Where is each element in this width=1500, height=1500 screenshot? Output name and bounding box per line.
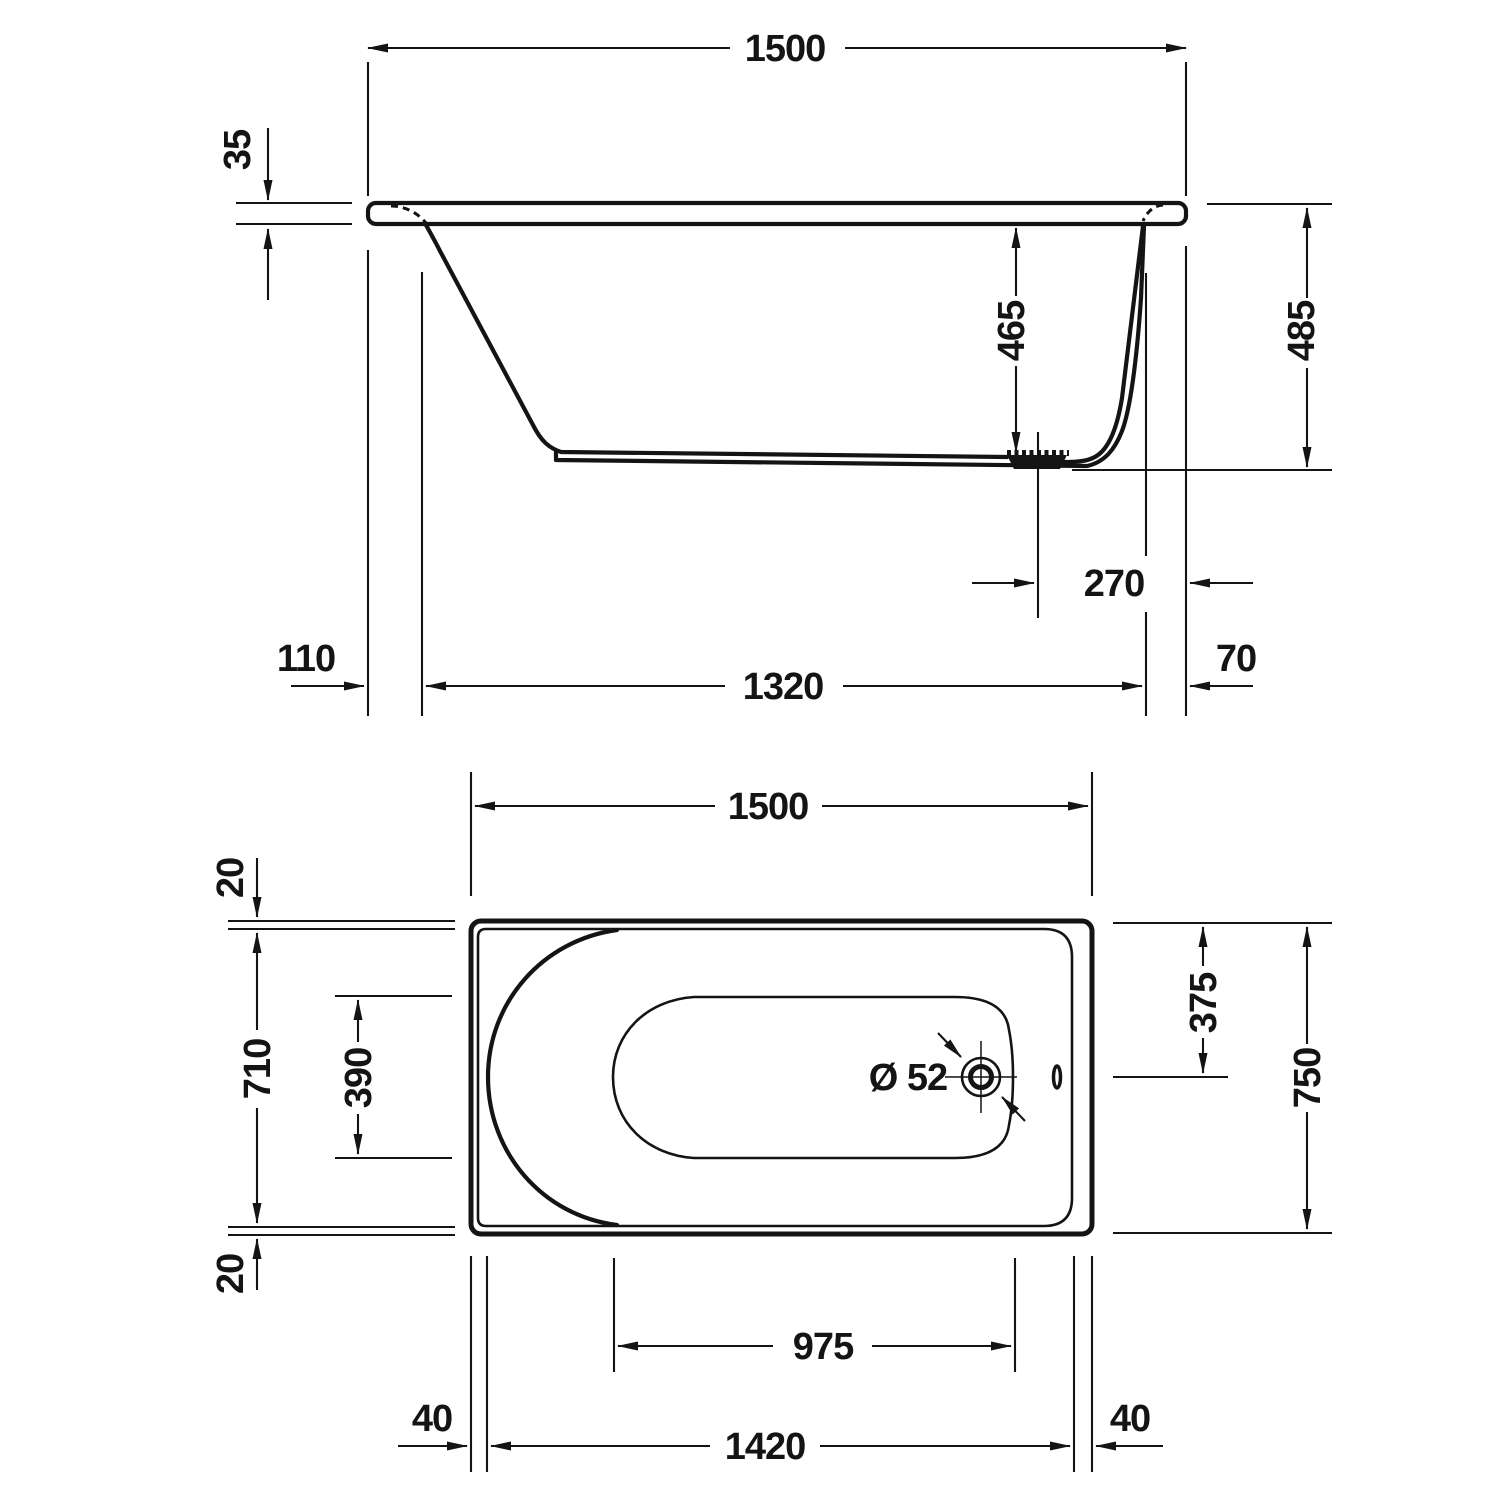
- tub-outer-shell-bottom: [553, 223, 1147, 469]
- side-dimensions: 1500 35 465 485 270 110 1320 70: [217, 28, 1323, 708]
- plan-extension-lines: [228, 772, 1332, 1472]
- drain-waste-block: [1007, 455, 1067, 469]
- dim-label-overall-length: 1500: [745, 28, 826, 70]
- dim-label-rim-top: 20: [210, 858, 252, 898]
- tub-inner-wall-right: [1058, 223, 1146, 465]
- hidden-rim-curve-left: [390, 204, 428, 224]
- dim-label-front-overhang: 110: [277, 638, 335, 680]
- side-tub-body: [365, 200, 1189, 469]
- dim-label-drain-diameter: Ø 52: [869, 1057, 947, 1099]
- drain-leader-upper: [937, 1032, 962, 1058]
- dim-label-drain-to-rear: 270: [1084, 563, 1144, 605]
- dim-label-rim-bottom: 20: [210, 1254, 252, 1294]
- dim-label-total-height: 485: [1281, 300, 1323, 361]
- dim-label-floor-width: 390: [338, 1048, 380, 1108]
- ext-rim-top-pair: [228, 919, 455, 931]
- side-extension-lines: [236, 62, 1332, 716]
- dim-label-drain-offset: 375: [1183, 972, 1225, 1033]
- overflow-mark: [1051, 1064, 1063, 1090]
- plan-view: 1500 20 710 20 390 Ø 52 375 750 975 40: [210, 772, 1332, 1472]
- plan-bowl-head-curve: [485, 927, 620, 1228]
- ext-rim-thickness: [236, 201, 352, 226]
- hidden-rim-curve-right: [1141, 203, 1164, 222]
- ext-rim-bottom-pair: [228, 1225, 455, 1237]
- dim-label-base-length: 1320: [743, 666, 824, 708]
- plan-outer-rim: [468, 918, 1095, 1237]
- dim-label-inner-length: 1420: [725, 1426, 806, 1468]
- dim-label-floor-length: 975: [793, 1326, 854, 1368]
- plan-inner-rim-edge: [476, 927, 1074, 1228]
- drain-crosshair: [945, 1041, 1017, 1113]
- dim-label-inner-width: 710: [237, 1039, 279, 1099]
- dim-label-rim-right: 40: [1110, 1398, 1150, 1440]
- side-elevation-view: 1500 35 465 485 270 110 1320 70: [217, 28, 1332, 716]
- dim-label-plan-overall-length: 1500: [728, 786, 809, 828]
- plan-tub-body: [468, 918, 1095, 1237]
- dim-label-rim-height: 35: [217, 129, 259, 170]
- drain-leader-lower: [1001, 1096, 1026, 1122]
- dim-label-rear-overhang: 70: [1216, 638, 1256, 680]
- dim-label-rim-left: 40: [412, 1398, 452, 1440]
- plan-floor-outline: [611, 995, 1015, 1160]
- tub-inner-wall-left-and-floor: [423, 222, 1010, 460]
- ext-floor-width: [335, 994, 452, 1160]
- tub-rim-profile: [365, 200, 1189, 227]
- plan-dimensions: 1500 20 710 20 390 Ø 52 375 750 975 40: [210, 786, 1329, 1468]
- drain: [937, 1032, 1063, 1122]
- dim-label-inner-depth: 465: [991, 300, 1033, 361]
- dim-label-overall-width: 750: [1287, 1048, 1329, 1108]
